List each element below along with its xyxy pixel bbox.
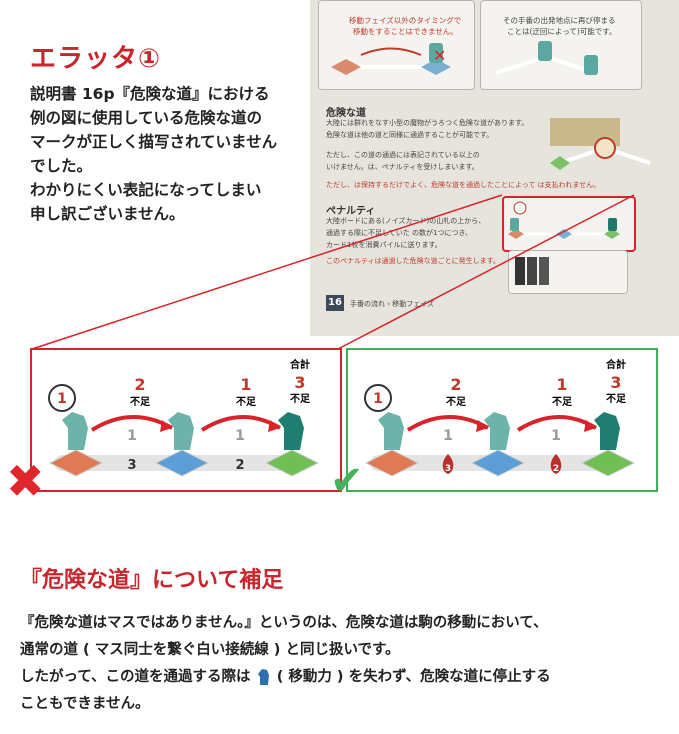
danger-flame-icon [442,454,454,474]
correct-example-figure: 1 2 不足 1 不足 合計 3 不足 1 1 3 2 [364,358,636,477]
danger-path-value-plain: 3 [127,458,136,473]
manual-danger-figure [550,118,651,170]
total-label: 合計 [605,358,626,371]
pawn-icon [378,412,404,450]
manual-example-figure [508,201,620,239]
wrong-example-panel: 1 2 不足 1 不足 合計 3 不足 1 1 3 2 [30,348,342,492]
errata-line: 例の図に使用している危険な道の [30,109,263,127]
shortfall-label: 不足 [446,396,467,408]
card-icon [515,257,525,285]
card-icon [527,257,537,285]
goal-tile [264,449,320,477]
correct-check-icon: ✔ [330,458,364,504]
shortfall-label: 不足 [606,393,627,405]
shortfall-value: 2 [450,375,461,394]
shortfall-label: 不足 [236,396,257,408]
manual-box1-line2: 移動をすることはできません。 [353,27,458,36]
goal-tile [580,449,636,477]
errata-line: でした。 [30,157,93,175]
supplement-line: 通常の道 ( マス同士を繋ぐ白い接続線 ) と同じ扱いです。 [20,642,400,658]
errata-line: わかりにくい表記になってしまい [30,181,262,199]
total-value: 3 [610,373,621,392]
supplement-line: こともできません。 [20,696,150,712]
supplement-line: したがって、この道を通過する際は ( 移動力 ) を失わず、危険な道に停止する [20,664,660,691]
move-power-icon [364,384,392,412]
start-tile [364,449,420,477]
manual-penalty-text4: このペナルティは通過した危険な道ごとに発生します。 [326,257,500,265]
errata-line: マークが正しく描写されていません [30,133,278,151]
start-tile [48,449,104,477]
shortfall-label: 不足 [552,396,573,408]
manual-box1-line1: 移動フェイズ以外のタイミングで [349,16,462,25]
manual-example-box [502,196,636,252]
total-value: 3 [294,373,305,392]
manual-danger-heading: 危険な道 [326,108,366,119]
wrong-example-figure: 1 2 不足 1 不足 合計 3 不足 1 1 3 2 [48,358,320,477]
supplement-line-part: ( 移動力 ) を失わず、危険な道に停止する [276,669,551,685]
manual-penalty-text3: カード1枚を消費パイルに送ります。 [326,241,442,249]
manual-footer: 手番の流れ › 移動フェイズ [350,300,435,308]
page-number: 16 [326,295,344,311]
manual-box-1: 移動フェイズ以外のタイミングで 移動をすることはできません。 ✕ [318,0,475,90]
errata-body: 説明書 16p『危険な道』における 例の図に使用している危険な道の マークが正し… [30,82,300,226]
manual-danger-text3: ただし、この道の通過には表記されている以上の [326,151,480,159]
manual-box2-line1: その手番の出発地点に再び停まる [503,16,616,25]
errata-title: エラッタ① [30,44,162,74]
manual-danger-text5: ただし、は保持するだけでよく、危険な道を通過したことによって は支払われません。 [326,181,601,189]
shortfall-value: 1 [556,375,567,394]
move-power-pawn-icon [257,669,269,685]
card-icon [539,257,549,285]
supplement-line-part: したがって、この道を通過する際は [20,669,251,685]
supplement-title: 『危険な道』について補足 [20,568,284,593]
move-value: 1 [127,428,137,444]
pawn-icon [594,412,620,450]
move-power-icon [48,384,76,412]
danger-path-value: 2 [553,464,559,474]
manual-page-excerpt: 移動フェイズ以外のタイミングで 移動をすることはできません。 ✕ その手番の出発… [310,0,679,336]
svg-text:✕: ✕ [433,46,446,65]
shortfall-value: 2 [134,375,145,394]
manual-box2-figure [495,41,598,75]
pawn-icon [484,412,510,450]
total-label: 合計 [289,358,310,371]
move-value: 1 [235,428,245,444]
pawn-icon [168,412,194,450]
manual-danger-text1: 大陸には群れをなす小型の魔物がうろつく危険な道があります。 [326,119,529,127]
manual-penalty-text2: 通過する際に不足していた の数が1つにつき、 [326,229,472,237]
middle-tile [470,449,526,477]
manual-box-2: その手番の出発地点に再び停まる ことは(迂回によって)可能です。 [480,0,642,90]
pawn-icon [62,412,88,450]
manual-danger-text2: 危険な道は他の道と同様に通過することが可能です。 [326,131,494,139]
move-value: 1 [551,428,561,444]
start-move-value: 1 [57,391,67,407]
shortfall-label: 不足 [290,393,311,405]
manual-box2-line2: ことは(迂回によって)可能です。 [507,27,617,36]
manual-penalty-heading: ペナルティ [326,206,376,217]
shortfall-value: 1 [240,375,251,394]
pawn-icon [278,412,304,450]
errata-line: 説明書 16p『危険な道』における [30,85,270,103]
errata-line: 申し訳ございません。 [30,205,185,223]
manual-box1-figure: ✕ [331,43,451,75]
supplement-line: 『危険な道はマスではありません。』というのは、危険な道は駒の移動において、 [20,615,548,631]
danger-flame-icon [550,454,562,474]
correct-example-panel: 1 2 不足 1 不足 合計 3 不足 1 1 3 2 [346,348,658,492]
middle-tile [154,449,210,477]
supplement-body: 『危険な道はマスではありません。』というのは、危険な道は駒の移動において、 通常… [20,610,660,718]
wrong-cross-icon: ✖ [6,454,45,508]
manual-card-box [508,250,628,294]
danger-path-value-plain: 2 [235,458,244,473]
manual-penalty-text1: 大陸ボードにある(ノイズカード)の山札の上から、 [326,217,486,225]
danger-path-value: 3 [445,464,451,474]
shortfall-label: 不足 [130,396,151,408]
move-value: 1 [443,428,453,444]
start-move-value: 1 [373,391,383,407]
manual-danger-text4: いけません。は、ペナルティを受けしまいます。 [326,163,479,171]
